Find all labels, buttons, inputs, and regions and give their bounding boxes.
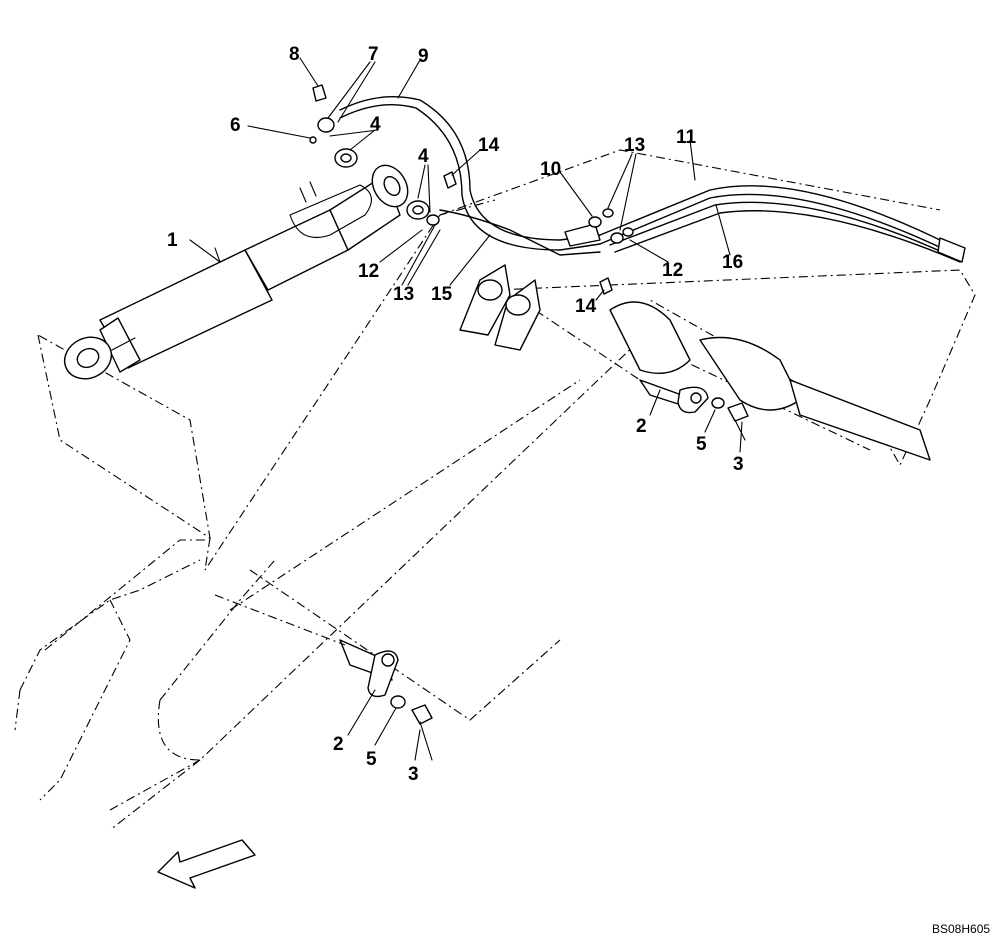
leader-lines (189, 57, 743, 761)
hoses (339, 96, 966, 263)
callout-15: 15 (431, 284, 453, 305)
callout-16: 16 (722, 252, 743, 273)
callout-13b: 13 (393, 284, 414, 305)
callout-11: 11 (676, 127, 697, 148)
callout-13a: 13 (624, 135, 645, 156)
callout-14b: 14 (575, 296, 597, 317)
callout-2b: 2 (333, 734, 344, 755)
boom-bracket (459, 264, 541, 351)
callout-labels: 8 7 9 6 4 4 14 10 13 11 1 12 13 15 14 12… (167, 44, 744, 785)
callout-6: 6 (230, 115, 241, 136)
callout-4b: 4 (418, 146, 429, 167)
callout-12a: 12 (358, 261, 379, 282)
callout-3a: 3 (733, 454, 744, 475)
diagram-code: BS08H605 (932, 922, 990, 936)
pin-assembly-upper (519, 299, 931, 461)
pin-assembly-lower (214, 594, 433, 761)
front-direction-arrow (157, 839, 256, 889)
callout-8: 8 (289, 44, 300, 65)
callout-5b: 5 (366, 749, 377, 770)
callout-4a: 4 (370, 114, 381, 135)
callout-12b: 12 (662, 260, 683, 281)
callout-14a: 14 (478, 135, 500, 156)
callout-10: 10 (540, 159, 561, 180)
callout-9: 9 (418, 46, 429, 67)
callout-5a: 5 (696, 434, 707, 455)
small-parts (309, 84, 634, 295)
boom-outline (14, 149, 976, 831)
callout-2a: 2 (636, 416, 647, 437)
callout-3b: 3 (408, 764, 419, 785)
callout-7: 7 (368, 44, 379, 65)
boom-cylinder (63, 164, 409, 380)
callout-1: 1 (167, 230, 178, 251)
